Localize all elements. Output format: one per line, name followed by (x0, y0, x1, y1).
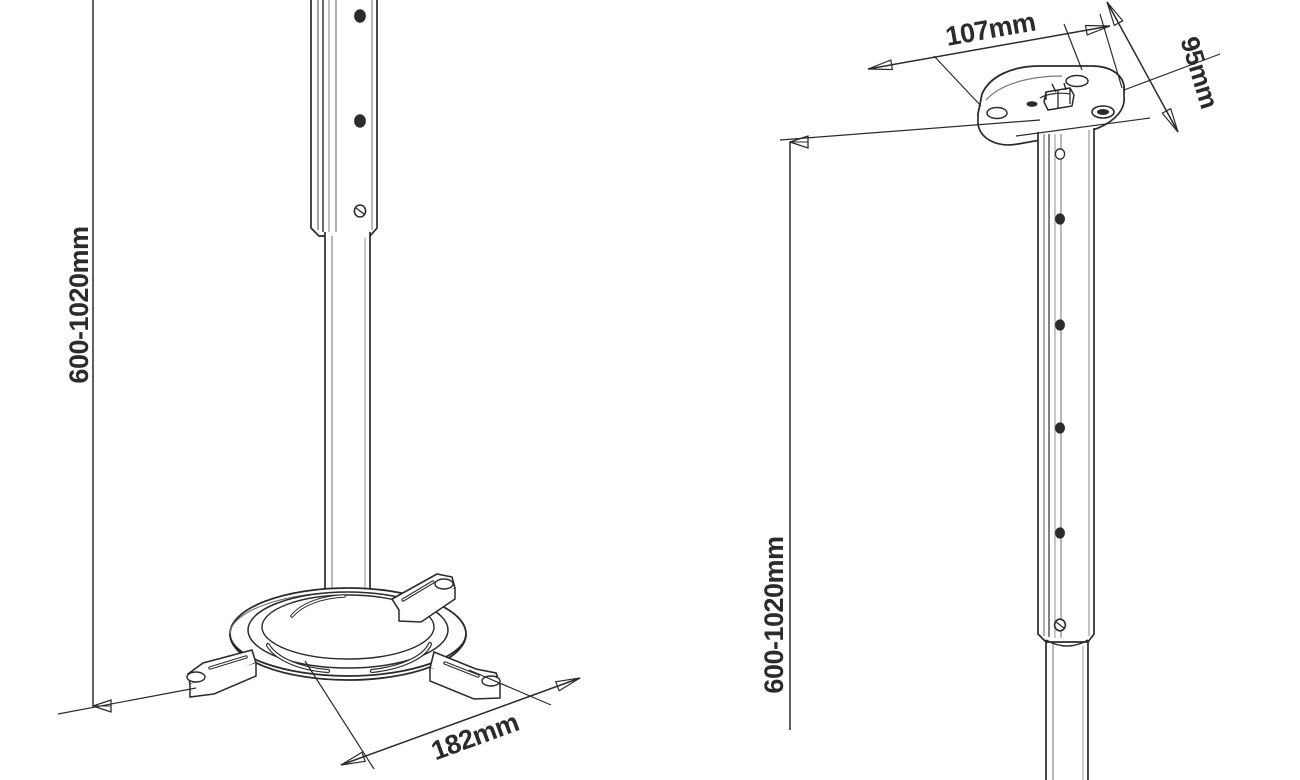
base-disc-left (229, 587, 467, 681)
plate-width-dimension: 95mm (1106, 1, 1225, 133)
left-height-dimension: 600-1020mm (64, 0, 94, 706)
right-view-group: 107mm 95mm 600-1020mm (759, 1, 1225, 780)
right-height-label: 600-1020mm (759, 536, 789, 693)
lower-round-tube-left (324, 232, 371, 607)
upper-square-pole-right (1037, 128, 1095, 643)
left-height-label: 600-1020mm (64, 226, 94, 383)
lower-round-tube-right (1045, 639, 1089, 780)
left-view-group: 600-1020mm 182mm (57, 0, 581, 770)
plate-length-label: 107mm (943, 7, 1037, 52)
plate-width-label: 95mm (1175, 33, 1225, 112)
plate-length-dimension: 107mm (867, 7, 1111, 71)
right-height-dimension: 600-1020mm (759, 119, 1041, 730)
upper-square-pole-left (310, 0, 378, 237)
